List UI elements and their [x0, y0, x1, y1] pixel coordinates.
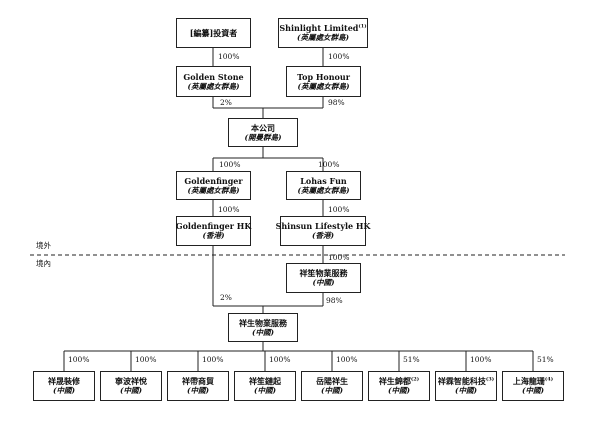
golden-stone-name: Golden Stone	[183, 71, 244, 82]
pct-th-co: 98%	[328, 98, 345, 107]
main-opco-box: 祥生物業服務 (中國)	[228, 313, 298, 342]
subsidiary-juris: (中國)	[320, 386, 344, 396]
subsidiary-name: 祥帶商貿	[182, 376, 214, 387]
onshore-property-box: 祥笙物業服務 (中國)	[286, 263, 361, 293]
onshore-property-name: 祥笙物業服務	[299, 268, 348, 279]
subsidiary-name: 祥晟裝修	[48, 376, 80, 387]
subsidiary-box: 岳陽祥生(中國)	[301, 371, 363, 401]
subsidiary-pct: 51%	[537, 355, 554, 364]
investor-box: [編纂]投資者	[176, 18, 251, 48]
subsidiary-juris: (中國)	[186, 386, 210, 396]
subsidiary-box: 祥帶商貿(中國)	[167, 371, 229, 401]
golden-stone-juris: (英屬處女群島)	[187, 81, 240, 91]
goldenfinger-box: Goldenfinger (英屬處女群島)	[176, 171, 251, 200]
top-honour-box: Top Honour (英屬處女群島)	[286, 66, 361, 97]
shinlight-name: Shinlight Limited(1)	[279, 23, 367, 34]
goldenfinger-hk-name: Goldenfinger HK	[175, 221, 252, 232]
subsidiary-juris: (中國)	[521, 386, 545, 396]
main-opco-juris: (中國)	[251, 327, 275, 337]
subsidiary-name: 祥笙鏈起	[249, 376, 281, 387]
subsidiary-pct: 100%	[68, 355, 90, 364]
pct-sshk-prop: 100%	[328, 253, 350, 262]
subsidiary-name: 祥生錦都(2)	[378, 376, 420, 387]
top-honour-juris: (英屬處女群島)	[297, 81, 350, 91]
subsidiary-name: 岳陽祥生	[316, 376, 348, 387]
goldenfinger-name: Goldenfinger	[184, 175, 243, 186]
subsidiary-box: 寧波祥悅(中國)	[100, 371, 162, 401]
onshore-property-juris: (中國)	[312, 278, 335, 288]
pct-gfhk-main: 2%	[220, 293, 232, 302]
lohas-box: Lohas Fun (英屬處女群島)	[286, 171, 361, 200]
subsidiary-juris: (中國)	[253, 386, 277, 396]
shinlight-juris: (英屬處女群島)	[296, 33, 350, 43]
offshore-label: 境外	[36, 241, 51, 250]
subsidiary-pct: 100%	[470, 355, 492, 364]
shinlight-box: Shinlight Limited(1) (英屬處女群島)	[278, 18, 368, 48]
pct-co-gf: 100%	[219, 160, 241, 169]
subsidiary-box: 上海龍珊(4)(中國)	[502, 371, 564, 401]
pct-investor-gs: 100%	[218, 52, 240, 61]
subsidiary-juris: (中國)	[454, 386, 478, 396]
subsidiary-name: 祥霖智能科技(3)	[437, 376, 495, 387]
pct-prop-main: 98%	[326, 296, 343, 305]
subsidiary-box: 祥霖智能科技(3)(中國)	[435, 371, 497, 401]
main-opco-name: 祥生物業服務	[239, 317, 287, 328]
subsidiary-box: 祥生錦都(2)(中國)	[368, 371, 430, 401]
subsidiary-pct: 100%	[269, 355, 291, 364]
subsidiary-name: 寧波祥悅	[115, 376, 147, 387]
subsidiary-pct: 100%	[202, 355, 224, 364]
subsidiary-pct: 100%	[336, 355, 358, 364]
subsidiary-pct: 51%	[403, 355, 420, 364]
golden-stone-box: Golden Stone (英屬處女群島)	[176, 66, 251, 97]
subsidiary-name: 上海龍珊(4)	[512, 376, 554, 387]
subsidiary-box: 祥晟裝修(中國)	[33, 371, 95, 401]
goldenfinger-juris: (英屬處女群島)	[187, 185, 240, 195]
shinsun-hk-name: Shinsun Lifestyle HK	[275, 221, 371, 232]
subsidiary-juris: (中國)	[387, 386, 411, 396]
investor-name: [編纂]投資者	[189, 28, 238, 38]
pct-gs-co: 2%	[220, 98, 232, 107]
lohas-name: Lohas Fun	[300, 175, 347, 186]
lohas-juris: (英屬處女群島)	[297, 185, 350, 195]
pct-gf-gfhk: 100%	[218, 205, 240, 214]
onshore-label: 境內	[36, 259, 51, 268]
goldenfinger-hk-juris: (香港)	[202, 231, 225, 241]
subsidiary-box: 祥笙鏈起(中國)	[234, 371, 296, 401]
pct-lf-sshk: 100%	[328, 205, 350, 214]
pct-shin-th: 100%	[328, 52, 350, 61]
pct-co-lf: 100%	[318, 160, 340, 169]
shinsun-hk-box: Shinsun Lifestyle HK (香港)	[276, 216, 370, 246]
goldenfinger-hk-box: Goldenfinger HK (香港)	[176, 216, 251, 246]
subsidiary-juris: (中國)	[52, 386, 76, 396]
company-box: 本公司 (開曼群島)	[228, 118, 298, 147]
subsidiary-pct: 100%	[135, 355, 157, 364]
company-name: 本公司	[251, 122, 275, 133]
top-honour-name: Top Honour	[297, 71, 350, 82]
shinsun-hk-juris: (香港)	[311, 231, 335, 241]
company-juris: (開曼群島)	[244, 132, 282, 142]
subsidiary-juris: (中國)	[119, 386, 143, 396]
